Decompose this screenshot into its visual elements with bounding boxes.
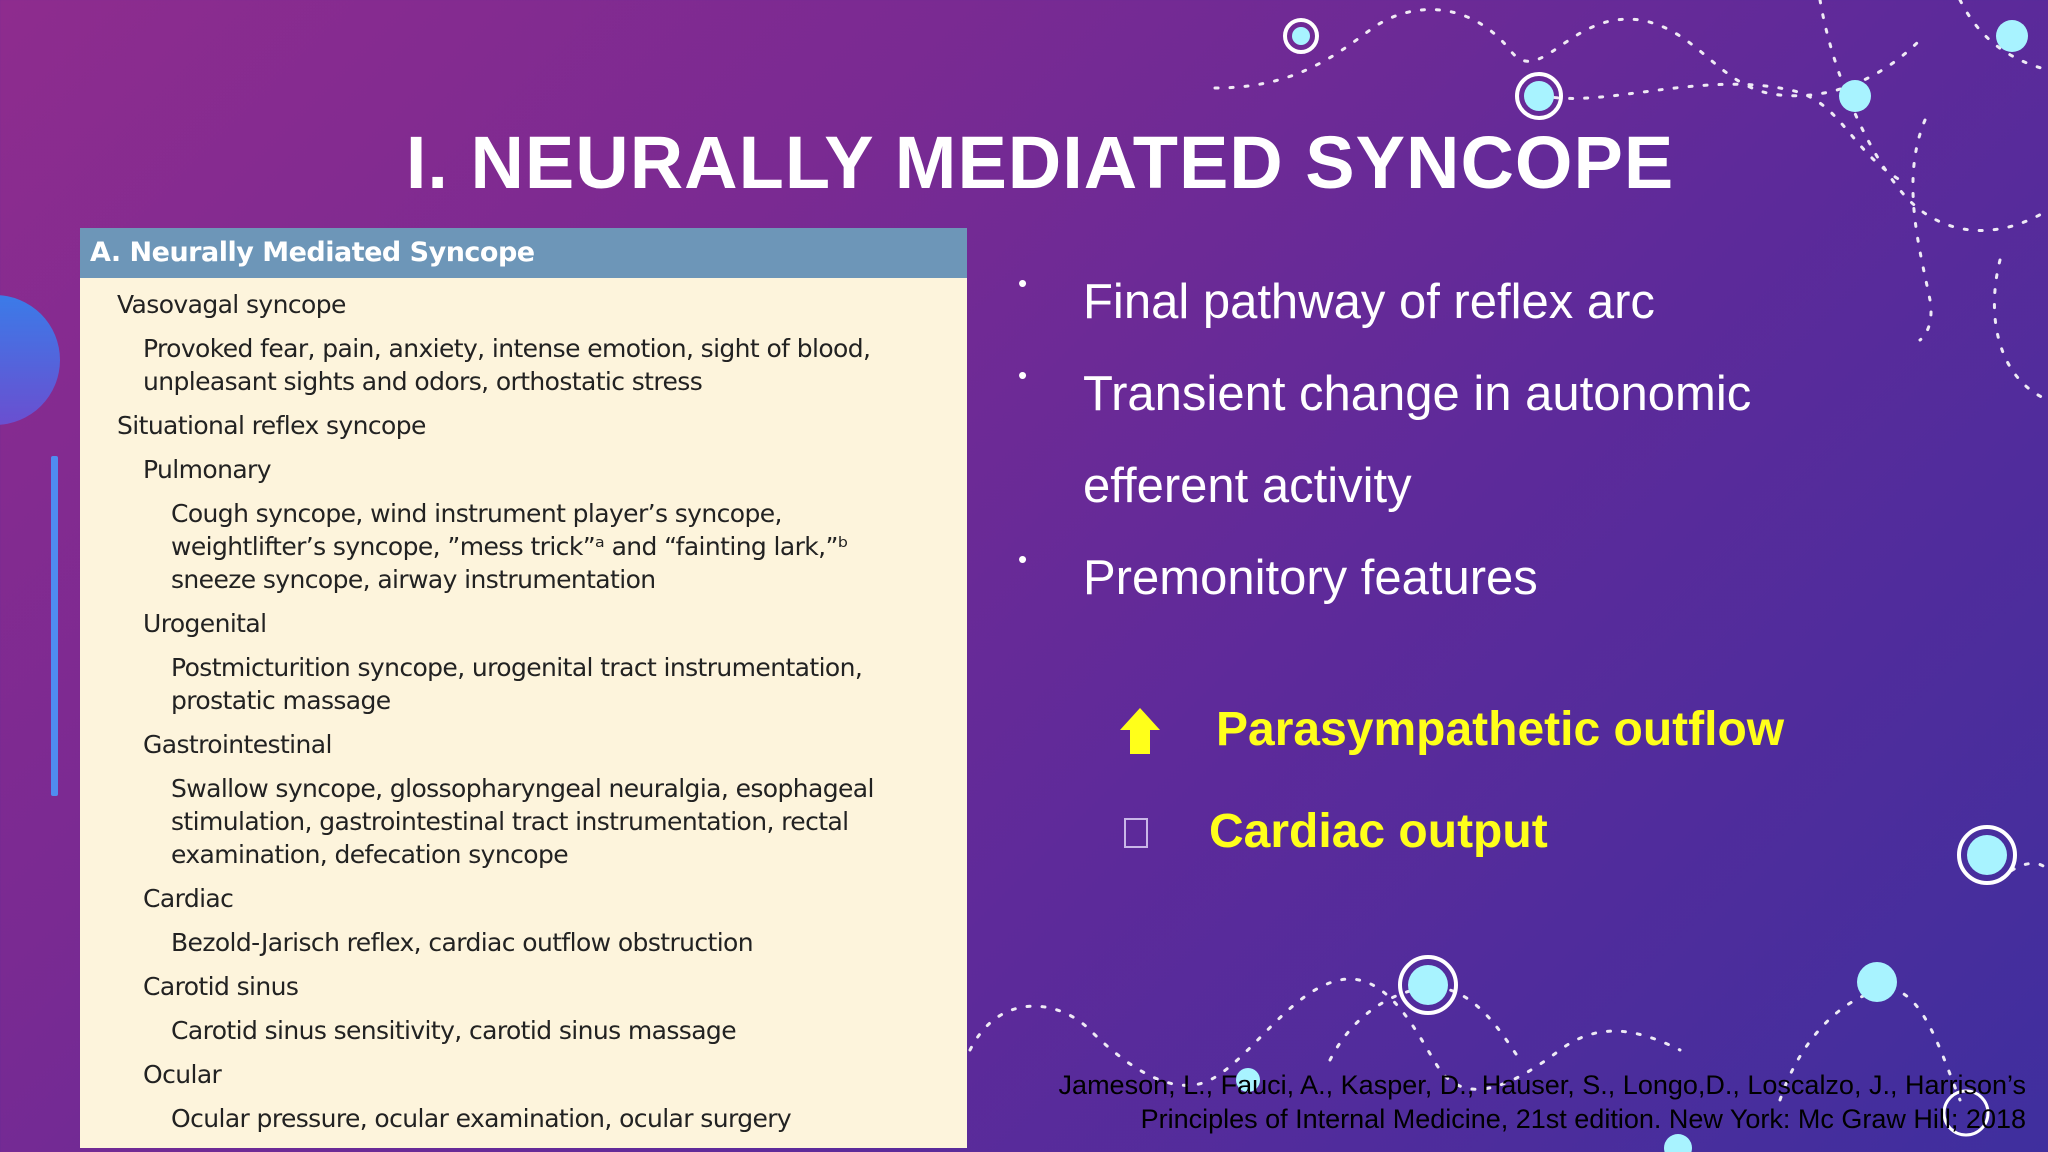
syncope-classification-table: A. Neurally Mediated Syncope Vasovagal s… (80, 228, 967, 1148)
bullet-item: • Transient change in autonomic (1015, 354, 1915, 446)
bullet-text: efferent activity (1083, 459, 1412, 513)
table-row: Gastrointestinal (143, 730, 332, 759)
table-row: Swallow syncope, glossopharyngeal neural… (171, 774, 874, 869)
bullet-marker: • (1018, 360, 1028, 390)
bullet-continuation: efferent activity (1015, 446, 1915, 538)
bullet-marker: • (1018, 544, 1028, 574)
table-row: Cardiac (143, 884, 234, 913)
table-body: Vasovagal syncope Provoked fear, pain, a… (80, 278, 967, 1135)
up-arrow-icon (1120, 708, 1160, 754)
citation: Jameson, L., Fauci, A., Kasper, D., Haus… (1059, 1068, 2026, 1136)
table-row: Pulmonary (143, 455, 272, 484)
table-row: Carotid sinus (143, 972, 299, 1001)
bullet-text: Transient change in autonomic (1083, 367, 1752, 421)
bullet-marker: • (1018, 268, 1028, 298)
bullet-item: • Final pathway of reflex arc (1015, 262, 1915, 354)
table-row: Provoked fear, pain, anxiety, intense em… (143, 334, 871, 396)
table-row: Urogenital (143, 609, 267, 638)
table-row: Situational reflex syncope (117, 411, 426, 440)
table-row: Bezold-Jarisch reflex, cardiac outflow o… (171, 928, 754, 957)
citation-line: Principles of Internal Medicine, 21st ed… (1140, 1104, 2026, 1134)
table-row: Postmicturition syncope, urogenital trac… (171, 653, 863, 715)
table-row: Ocular pressure, ocular examination, ocu… (171, 1104, 792, 1133)
table-row: Vasovagal syncope (117, 290, 346, 319)
bullet-item: • Premonitory features (1015, 538, 1915, 630)
bullet-text: Premonitory features (1083, 551, 1538, 605)
table-row: Carotid sinus sensitivity, carotid sinus… (171, 1016, 737, 1045)
table-row: Cough syncope, wind instrument player’s … (171, 499, 849, 594)
table-header: A. Neurally Mediated Syncope (80, 228, 967, 278)
bullet-list: • Final pathway of reflex arc • Transien… (1015, 262, 1915, 630)
left-decor-bar (51, 456, 58, 796)
citation-line: Jameson, L., Fauci, A., Kasper, D., Haus… (1058, 1070, 2026, 1100)
slide-title: I. NEURALLY MEDIATED SYNCOPE (405, 121, 1675, 204)
cardiac-output-label: Cardiac output (1209, 805, 1548, 858)
bullet-text: Final pathway of reflex arc (1083, 275, 1655, 329)
missing-glyph-box-icon (1124, 818, 1148, 848)
parasympathetic-outflow-label: Parasympathetic outflow (1216, 703, 1785, 756)
table-row: Ocular (143, 1060, 222, 1089)
